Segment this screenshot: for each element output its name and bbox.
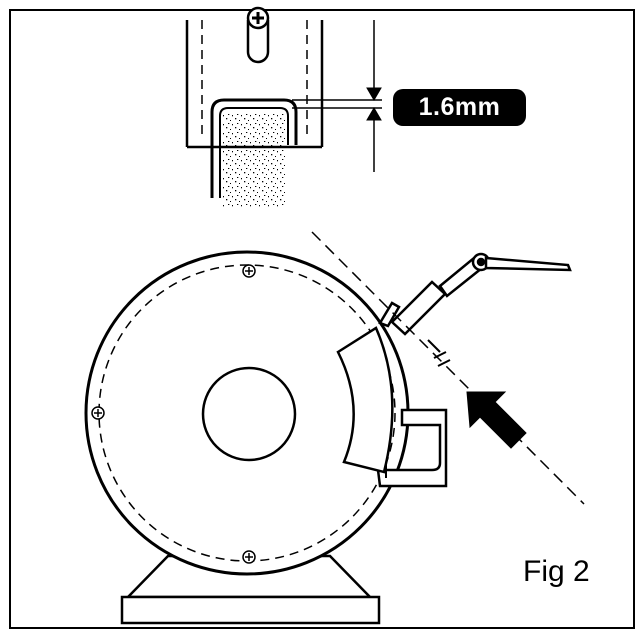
dimension-lines xyxy=(292,20,382,172)
eye-shield-assembly xyxy=(378,252,572,367)
dimension-tag xyxy=(393,89,526,126)
frame-border xyxy=(9,9,635,629)
alignment-line xyxy=(311,231,585,505)
wheel-hub xyxy=(201,366,297,462)
grinding-wheel-section xyxy=(222,112,286,207)
grinder-base xyxy=(120,554,381,625)
wheel-opening xyxy=(336,326,394,474)
figure-caption: Fig 2 xyxy=(523,555,590,588)
adjust-arrow-icon xyxy=(466,391,527,449)
guard-screws xyxy=(91,264,256,564)
spark-guard-detail xyxy=(185,20,324,198)
gap-dimension-label: 1.6mm xyxy=(418,93,501,121)
